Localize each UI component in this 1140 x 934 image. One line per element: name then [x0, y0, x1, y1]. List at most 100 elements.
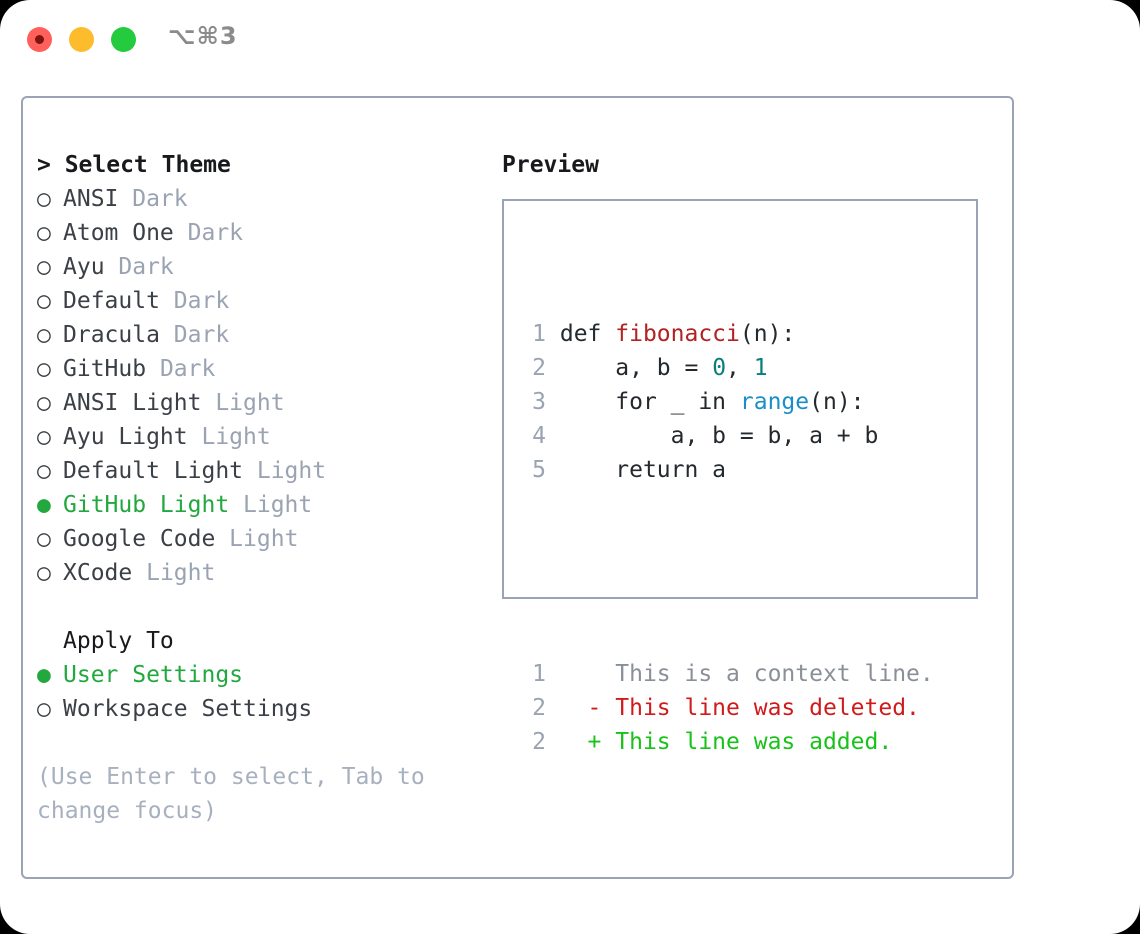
- radio-selected-icon: ●: [37, 662, 51, 688]
- theme-option-dracula[interactable]: ○ Dracula Dark: [37, 318, 497, 352]
- theme-variant-tag: Dark: [159, 322, 230, 348]
- theme-option-label: Ayu Light: [63, 424, 188, 450]
- radio-unselected-icon: ○: [37, 220, 51, 246]
- diff-lines: 1 This is a context line.2 - This line w…: [520, 657, 934, 759]
- theme-option-default[interactable]: ○Default Dark: [37, 284, 497, 318]
- code-token-plain: a, b =: [615, 355, 713, 381]
- theme-option-ansi[interactable]: ○ ANSI Dark: [37, 182, 497, 216]
- code-token-plain: def: [559, 321, 616, 347]
- theme-option-label: ANSI: [63, 186, 119, 212]
- radio-unselected-icon: ○: [37, 526, 51, 552]
- code-token-call: range: [739, 389, 810, 415]
- theme-option-github-light[interactable]: ●GitHub Light Light: [37, 488, 497, 522]
- theme-variant-tag: Light: [243, 458, 327, 484]
- code-indent: [546, 457, 615, 483]
- theme-variant-tag: Light: [187, 424, 271, 450]
- radio-unselected-icon: ○: [37, 458, 51, 484]
- radio-unselected-icon: ○: [37, 696, 51, 722]
- radio-unselected-icon: ○: [37, 390, 51, 416]
- page-title: > Select Theme: [37, 152, 231, 178]
- theme-option-xcode[interactable]: ○XCode Light: [37, 556, 497, 590]
- code-indent: [546, 321, 560, 347]
- diff-line-add: 2 + This line was added.: [520, 725, 934, 759]
- maximize-button[interactable]: [111, 27, 136, 52]
- radio-unselected-icon: ○: [37, 356, 51, 382]
- diff-line-ctx: 1 This is a context line.: [520, 657, 934, 691]
- code-token-plain: return a: [615, 457, 727, 483]
- line-number: 5: [532, 457, 546, 483]
- diff-text: This is a context line.: [615, 661, 934, 687]
- code-token-fn: fibonacci: [615, 321, 740, 347]
- theme-list[interactable]: ○ANSI Dark○Atom One Dark○Ayu Dark○Defaul…: [37, 182, 497, 590]
- code-indent: [546, 423, 671, 449]
- code-token-plain: ,: [726, 355, 754, 381]
- apply-to-option-workspace-settings[interactable]: ○ Workspace Settings: [37, 692, 497, 726]
- code-line: 1 def fibonacci(n):: [520, 317, 934, 351]
- line-number: 3: [532, 389, 546, 415]
- code-indent: [546, 355, 615, 381]
- theme-option-label: GitHub: [63, 356, 147, 382]
- theme-variant-tag: Dark: [146, 356, 216, 382]
- apply-to-option-label: User Settings: [63, 662, 244, 688]
- code-line: 5 return a: [520, 453, 934, 487]
- minimize-button[interactable]: [69, 27, 94, 52]
- radio-unselected-icon: ○: [37, 560, 51, 586]
- diff-marker: [546, 661, 615, 687]
- theme-option-google-code[interactable]: ○Google Code Light: [37, 522, 497, 556]
- theme-option-ayu-light[interactable]: ○ Ayu Light Light: [37, 420, 497, 454]
- theme-option-default-light[interactable]: ○ Default Light Light: [37, 454, 497, 488]
- keyboard-shortcut-label: ⌥⌘3: [168, 22, 238, 50]
- code-token-num: 0: [712, 355, 727, 381]
- diff-text: This line was added.: [615, 729, 893, 755]
- theme-picker-column: > Select Theme ○ANSI Dark○Atom One Dark○…: [37, 148, 497, 828]
- diff-line-del: 2 - This line was deleted.: [520, 691, 934, 725]
- apply-to-option-user-settings[interactable]: ● User Settings: [37, 658, 497, 692]
- code-line: 2 a, b = 0, 1: [520, 351, 934, 385]
- heading-indent: ○: [37, 624, 63, 658]
- theme-option-label: Atom One: [63, 220, 174, 246]
- code-diff-gap: [520, 555, 934, 589]
- theme-variant-tag: Light: [229, 492, 313, 518]
- code-line: 3 for _ in range(n):: [520, 385, 934, 419]
- code-indent: [546, 389, 615, 415]
- code-token-num: 1: [753, 355, 768, 381]
- line-number: 4: [532, 423, 546, 449]
- radio-unselected-icon: ○: [37, 322, 51, 348]
- main-panel: > Select Theme ○ANSI Dark○Atom One Dark○…: [21, 96, 1014, 879]
- diff-line-number: 2: [532, 695, 546, 721]
- theme-variant-tag: Dark: [173, 220, 244, 246]
- theme-option-atom-one[interactable]: ○ Atom One Dark: [37, 216, 497, 250]
- radio-unselected-icon: ○: [37, 186, 51, 212]
- theme-variant-tag: Dark: [118, 186, 188, 212]
- title-bar: ⌥⌘3: [0, 0, 1140, 78]
- preview-heading: Preview: [502, 152, 599, 178]
- theme-option-label: ANSI Light: [63, 390, 202, 416]
- close-button[interactable]: [27, 27, 52, 52]
- theme-option-ansi-light[interactable]: ○ ANSI Light Light: [37, 386, 497, 420]
- apply-to-list[interactable]: ● User Settings ○ Workspace Settings: [37, 658, 497, 726]
- code-line: 4 a, b = b, a + b: [520, 419, 934, 453]
- radio-selected-icon: ●: [37, 492, 51, 518]
- theme-variant-tag: Light: [201, 390, 285, 416]
- traffic-lights: [27, 27, 136, 52]
- diff-marker: -: [546, 695, 616, 721]
- radio-unselected-icon: ○: [37, 424, 51, 450]
- theme-option-label: Default Light: [63, 458, 244, 484]
- theme-option-label: Google Code: [63, 526, 216, 552]
- code-token-plain: (n):: [809, 389, 865, 415]
- line-number: 1: [532, 321, 546, 347]
- diff-text: This line was deleted.: [615, 695, 920, 721]
- theme-variant-tag: Light: [132, 560, 216, 586]
- radio-unselected-icon: ○: [37, 254, 51, 280]
- line-number: 2: [532, 355, 546, 381]
- theme-option-label: Dracula: [63, 322, 160, 348]
- theme-option-github[interactable]: ○ GitHub Dark: [37, 352, 497, 386]
- code-token-plain: for _ in: [615, 389, 740, 415]
- preview-column: Preview 1 def fibonacci(n):2 a, b = 0, 1…: [502, 148, 992, 755]
- apply-to-option-label: Workspace Settings: [63, 696, 313, 722]
- theme-option-ayu[interactable]: ○Ayu Dark: [37, 250, 497, 284]
- code-token-plain: (n):: [739, 321, 796, 347]
